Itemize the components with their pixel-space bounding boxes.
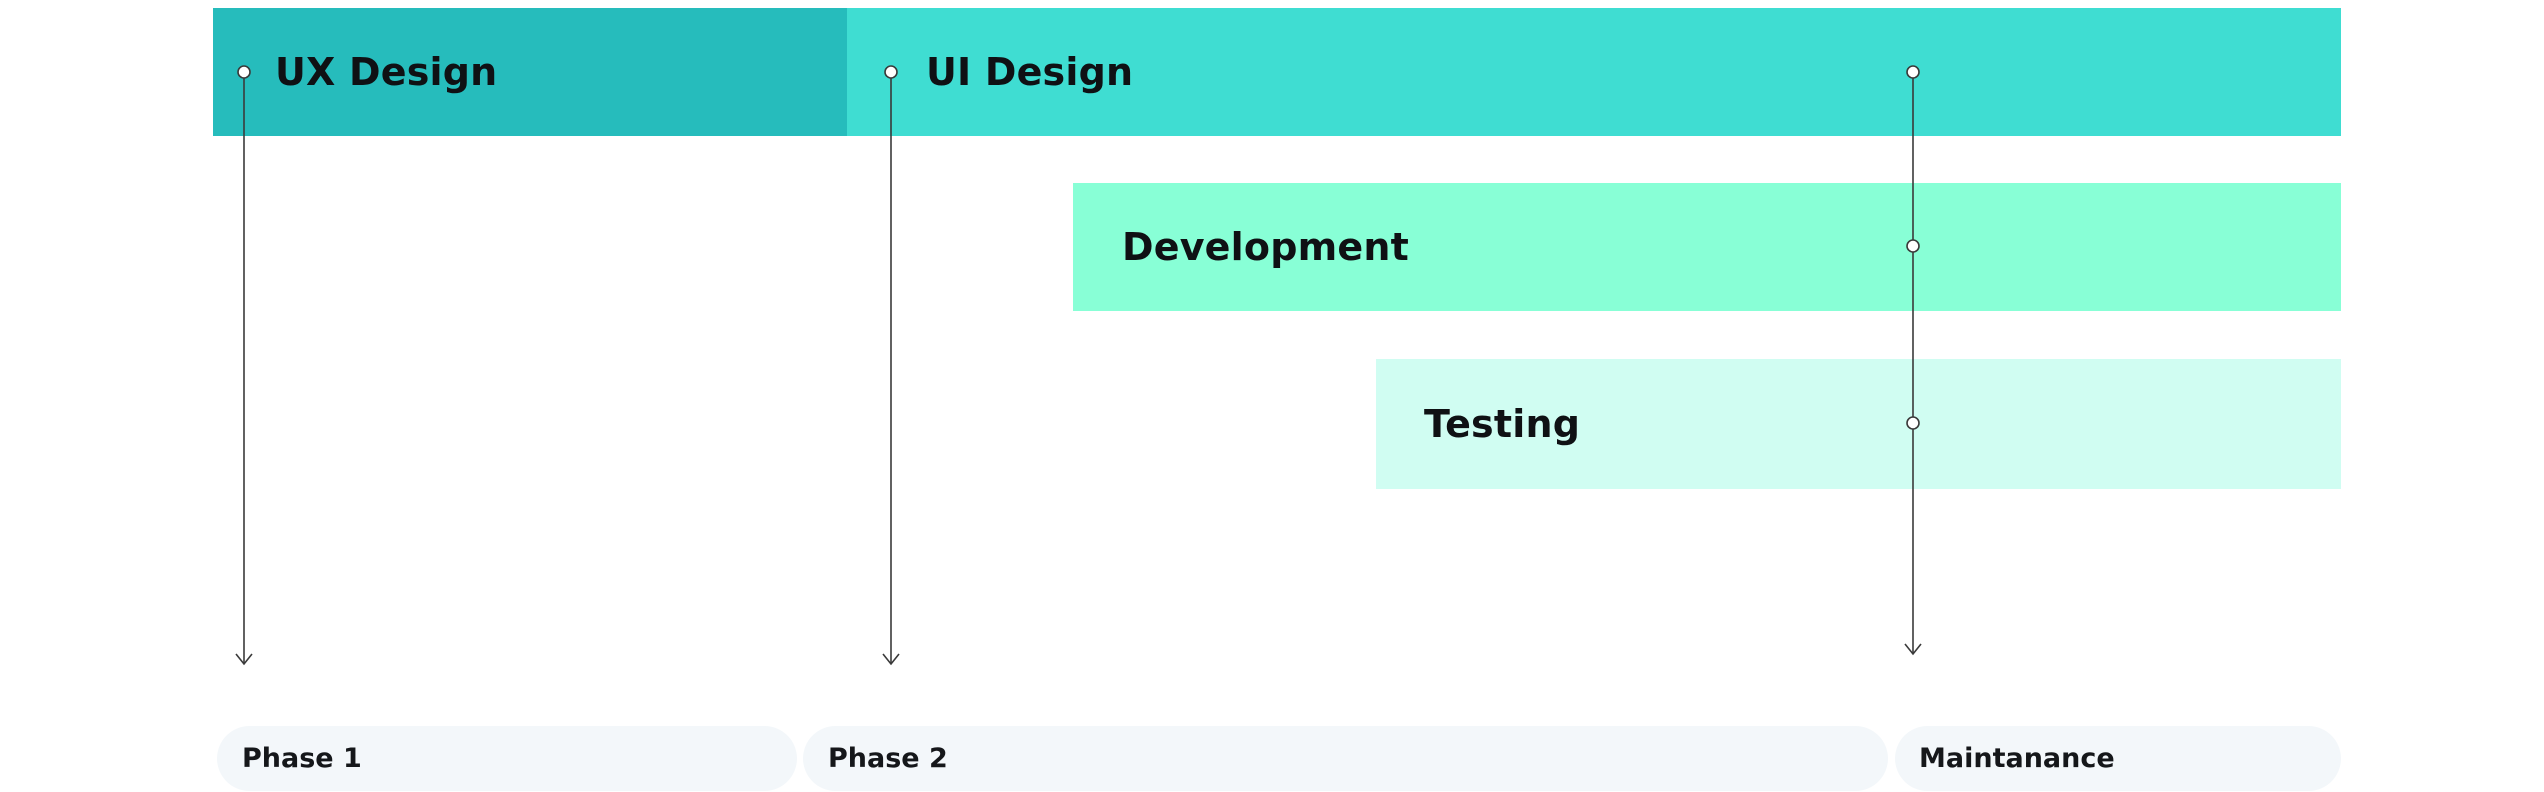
phase-2-pill: Phase 2 bbox=[803, 726, 1888, 791]
ui-design-label: UI Design bbox=[926, 50, 1134, 94]
phase-2-label: Phase 2 bbox=[828, 743, 948, 774]
ui-design-bar: UI Design bbox=[847, 8, 2341, 136]
ux-connector-arrowhead bbox=[235, 653, 253, 666]
ux-design-label: UX Design bbox=[275, 50, 498, 94]
ux-design-bar: UX Design bbox=[213, 8, 847, 136]
phase-1-label: Phase 1 bbox=[242, 743, 362, 774]
testing-label: Testing bbox=[1424, 402, 1581, 446]
maintenance-label: Maintanance bbox=[1919, 743, 2115, 774]
maintenance-pill: Maintanance bbox=[1895, 726, 2341, 791]
testing-bar: Testing bbox=[1376, 359, 2341, 489]
phase-1-pill: Phase 1 bbox=[217, 726, 797, 791]
development-label: Development bbox=[1122, 225, 1409, 269]
development-bar: Development bbox=[1073, 183, 2341, 311]
ui-connector-arrowhead bbox=[882, 653, 900, 666]
maintenance-connector-arrowhead bbox=[1904, 643, 1922, 656]
